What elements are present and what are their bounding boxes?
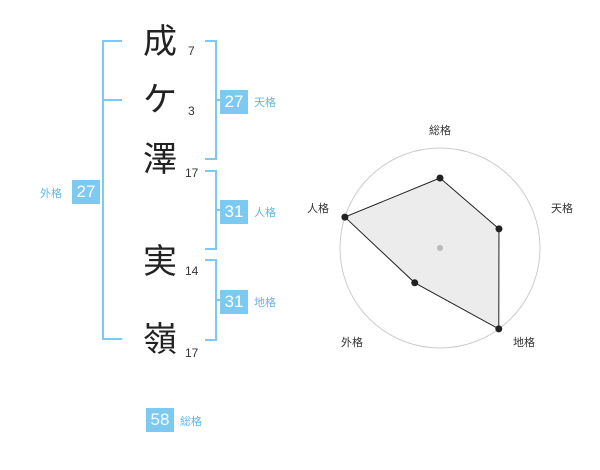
radar-point-1: [495, 225, 503, 233]
soukaku-score: 58: [146, 408, 174, 432]
name-char-4: 実: [143, 242, 177, 282]
gaikaku-bracket-tick: [102, 99, 122, 101]
stroke-count-3: 17: [185, 166, 199, 180]
gaikaku-label: 外格: [40, 187, 62, 200]
jinkaku-label: 人格: [254, 206, 276, 219]
radar-axis-label-jinkaku: 人格: [307, 201, 329, 215]
radar-axis-label-chikaku: 地格: [513, 335, 535, 349]
radar-axis-label-soukaku: 総格: [429, 123, 451, 137]
stroke-count-5: 17: [185, 346, 199, 360]
name-char-5: 嶺: [143, 320, 177, 360]
stroke-count-1: 7: [188, 44, 195, 58]
name-char-3: 澤: [143, 140, 177, 180]
radar-point-4: [341, 213, 349, 221]
stroke-count-2: 3: [188, 104, 195, 118]
radar-point-0: [436, 174, 444, 182]
jinkaku-score: 31: [220, 200, 248, 224]
chikaku-label: 地格: [254, 296, 276, 309]
soukaku-label: 総格: [180, 415, 202, 428]
name-char-2: ケ: [143, 80, 177, 120]
radar-points: [341, 174, 503, 333]
stroke-count-4: 14: [185, 264, 199, 278]
radar-point-2: [495, 325, 503, 333]
radar-point-3: [411, 279, 419, 287]
gaikaku-bracket: [102, 40, 122, 340]
name-char-1: 成: [143, 22, 177, 62]
radar-axis-label-tenkaku: 天格: [551, 201, 573, 215]
radar-data-shape: [343, 177, 500, 330]
chikaku-score: 31: [220, 290, 248, 314]
tenkaku-score: 27: [220, 90, 248, 114]
tenkaku-label: 天格: [254, 96, 276, 109]
radar-axis-label-gaikaku: 外格: [341, 335, 363, 349]
radar-center: [437, 245, 443, 251]
gaikaku-score: 27: [72, 180, 100, 204]
